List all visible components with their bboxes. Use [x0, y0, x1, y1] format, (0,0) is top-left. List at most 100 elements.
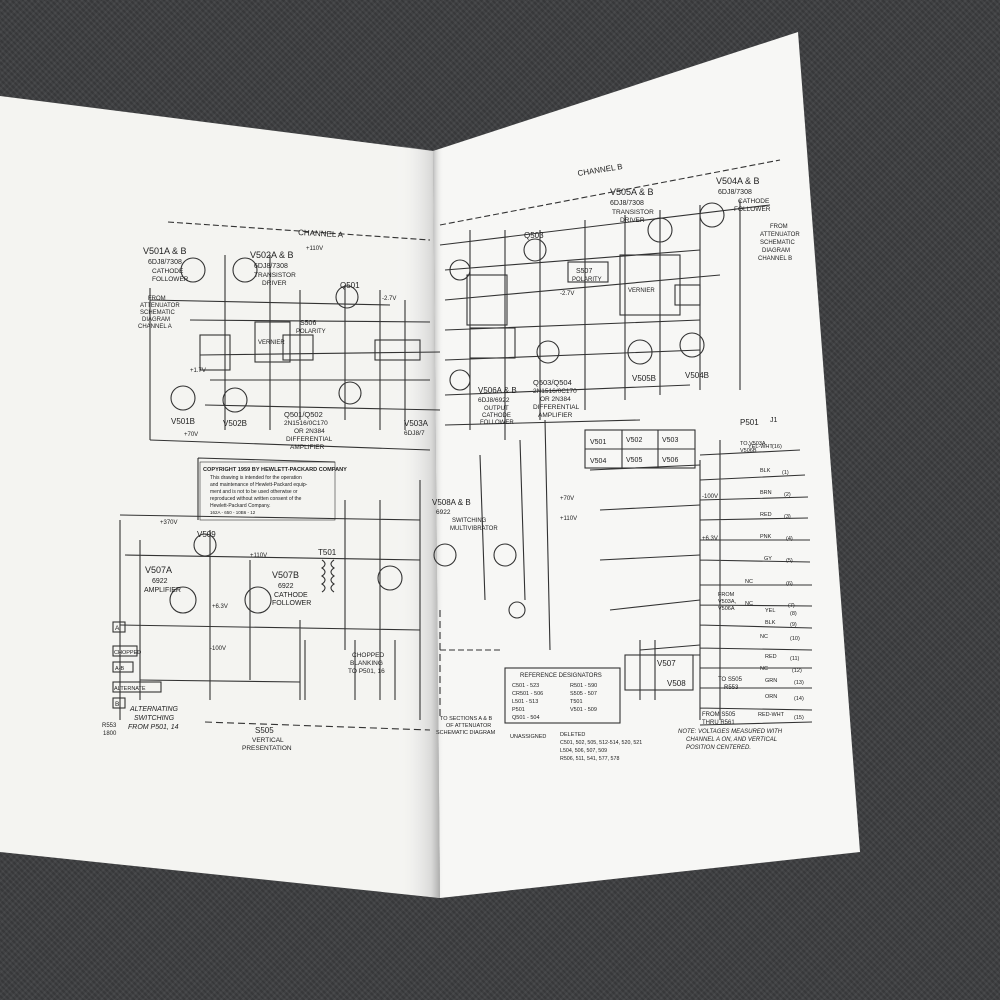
- from-v503-1: FROM: [718, 592, 735, 598]
- r553-value: 1800: [103, 731, 117, 737]
- vernier-a-label: VERNIER: [258, 340, 285, 346]
- v502ab-fn: TRANSISTOR: [254, 272, 296, 279]
- v507a-type: 6922: [152, 578, 168, 585]
- pin-color: RED: [760, 512, 772, 518]
- q501-fn2: AMPLIFIER: [290, 444, 325, 451]
- v504ab-label: V504A & B: [716, 176, 760, 186]
- v506ab-fn3: FOLLOWER: [480, 420, 514, 426]
- deleted-line: R506, 511, 541, 577, 578: [560, 756, 619, 762]
- v504ab-type: 6DJ8/7308: [718, 189, 752, 196]
- voltage-label: +70V: [184, 432, 198, 438]
- alternating-switching-3: FROM P501, 14: [128, 724, 179, 731]
- pin-number: (2): [784, 492, 791, 498]
- voltage-label: +110V: [250, 553, 267, 559]
- v508-label: V508: [667, 679, 686, 688]
- v507a-label: V507A: [145, 565, 172, 575]
- vernier-b-label: VERNIER: [628, 288, 655, 294]
- spine-shadow: [395, 145, 440, 898]
- v501ab-fn: CATHODE: [152, 268, 184, 275]
- v502ab-fn2: DRIVER: [262, 280, 287, 287]
- voltage-label: +110V: [560, 516, 577, 522]
- to-v503-1: TO V503A,: [740, 441, 768, 447]
- chopped-blanking-1: CHOPPED: [352, 652, 384, 659]
- v504ab-fn: CATHODE: [738, 198, 770, 205]
- note-line-2: CHANNEL A ON, AND VERTICAL: [686, 737, 777, 743]
- s507-label: S507: [576, 268, 592, 275]
- left-page: [0, 96, 440, 898]
- p501-label: P501: [740, 418, 759, 427]
- pin-color: ORN: [765, 694, 777, 700]
- from-att-b-5: CHANNEL B: [758, 256, 792, 262]
- v502ab-type: 6DJ8/7308: [254, 263, 288, 270]
- pin-color: YEL-WHT: [748, 444, 773, 450]
- connector-pins: YEL-WHT (16) BLK (1) BRN (2) RED (3) PNK…: [745, 444, 804, 721]
- q503-fn: DIFFERENTIAL: [533, 404, 580, 411]
- pin-color: GY: [764, 556, 772, 562]
- deleted-line: L504, 506, 507, 509: [560, 748, 607, 754]
- pin-number: (7): [788, 603, 795, 609]
- v502ab-label: V502A & B: [250, 250, 294, 260]
- j1-label: J1: [770, 417, 778, 424]
- v501b-label: V501B: [171, 417, 195, 426]
- ref-cell: C501 - 523: [512, 683, 539, 689]
- r553-label: R553: [102, 723, 117, 729]
- pin-number: (4): [786, 536, 793, 542]
- switch-pos-b: B: [115, 701, 119, 708]
- from-v503-3: V506A: [718, 606, 735, 612]
- v502b-label: V502B: [223, 419, 247, 428]
- chopped-blanking-2: BLANKING: [350, 660, 383, 667]
- pin-number: (1): [782, 470, 789, 476]
- voltage-label: +370V: [160, 520, 178, 526]
- pin-color: PNK: [760, 534, 772, 540]
- switch-pos-alternate: ALTERNATE: [114, 686, 146, 692]
- copyright-line: Hewlett-Packard Company.: [210, 503, 271, 509]
- v506ab-label: V506A & B: [478, 386, 517, 395]
- pin-number: (10): [790, 636, 800, 642]
- alternating-switching-1: ALTERNATING: [129, 706, 179, 713]
- pin-number: (3): [784, 514, 791, 520]
- from-att-a-5: CHANNEL A: [138, 324, 172, 330]
- t501-label: T501: [318, 548, 337, 557]
- q503-or: OR 2N384: [540, 396, 571, 403]
- from-v503-2: V503A,: [718, 599, 737, 605]
- voltage-label: -100V: [210, 646, 226, 652]
- v507b-label: V507B: [272, 570, 299, 580]
- q501-types: 2N1516/0C170: [284, 420, 328, 427]
- reference-designators: REFERENCE DESIGNATORS C501 - 523 R501 - …: [510, 673, 642, 762]
- grid-cell: V503: [662, 437, 678, 444]
- voltage-label: +6.3V: [212, 604, 228, 610]
- pin-number: (11): [790, 656, 800, 662]
- from-att-b-3: SCHEMATIC: [760, 240, 796, 246]
- voltage-label: +70V: [560, 496, 574, 502]
- tube-location-grid: V501 V502 V503 V504 V505 V506: [590, 437, 678, 465]
- v504b-label: V504B: [685, 371, 709, 380]
- s505-fn2: PRESENTATION: [242, 745, 292, 752]
- grid-cell: V504: [590, 458, 606, 465]
- pin-number: (12): [792, 668, 802, 674]
- q503-label: Q503: [524, 231, 544, 240]
- pin-number: (9): [790, 622, 797, 628]
- s505-label: S505: [255, 726, 274, 735]
- channel-a-title: CHANNEL A: [298, 228, 344, 239]
- ref-cell: V501 - 509: [570, 707, 597, 713]
- v501ab-label: V501A & B: [143, 246, 187, 256]
- right-schematic: [433, 159, 813, 726]
- pin-number: (8): [790, 611, 797, 617]
- s506-label: S506: [300, 320, 316, 327]
- copyright-line: COPYRIGHT 1959 BY HEWLETT-PACKARD COMPAN…: [203, 467, 347, 473]
- q501-or: OR 2N384: [294, 428, 325, 435]
- v508ab-label: V508A & B: [432, 498, 471, 507]
- pin-color: YEL: [765, 608, 775, 614]
- s505-fn: VERTICAL: [252, 737, 284, 744]
- v501ab-fn2: FOLLOWER: [152, 276, 189, 283]
- grid-cell: V501: [590, 439, 606, 446]
- from-att-b-1: FROM: [770, 224, 788, 230]
- v508ab-fn2: MULTIVIBRATOR: [450, 526, 498, 532]
- pin-number: (5): [786, 558, 793, 564]
- from-att-a-3: SCHEMATIC: [140, 310, 176, 316]
- from-att-a-2: ATTENUATOR: [140, 303, 180, 309]
- v503a-label: V503A: [404, 419, 429, 428]
- polarity-b-label: POLARITY: [572, 277, 602, 283]
- copyright-line: reproduced without written consent of th…: [210, 496, 302, 502]
